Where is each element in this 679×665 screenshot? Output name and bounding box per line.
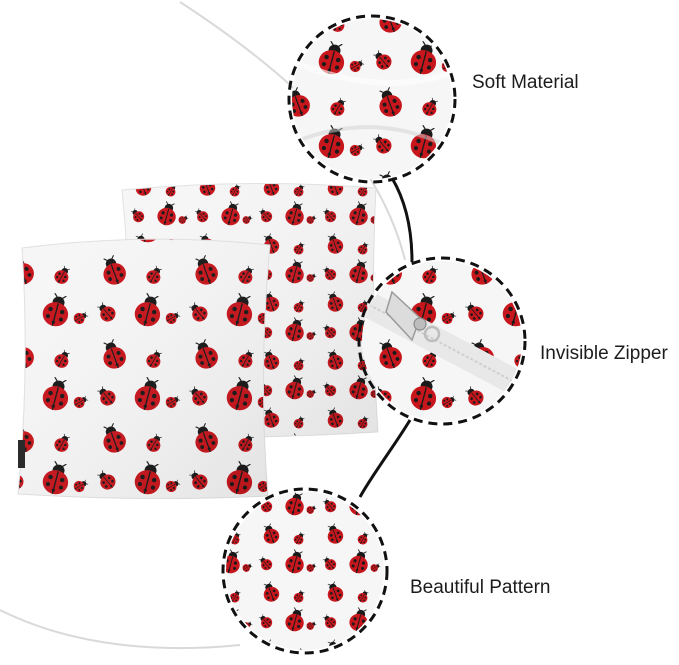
brand-tag: [18, 440, 25, 468]
connector-line-bottom: [358, 419, 412, 498]
zipper-pull-icon: [385, 290, 441, 343]
beautiful-pattern-circle: [221, 487, 389, 655]
feature-label-beautiful-pattern: Beautiful Pattern: [410, 577, 551, 598]
connector-line-top: [390, 177, 414, 263]
feature-label-soft-material: Soft Material: [472, 72, 579, 93]
soft-material-circle: [287, 14, 457, 184]
pillow-front: [17, 238, 271, 500]
background-arc-lower: [0, 609, 241, 650]
invisible-zipper-circle: [357, 256, 527, 426]
feature-label-invisible-zipper: Invisible Zipper: [540, 343, 668, 364]
